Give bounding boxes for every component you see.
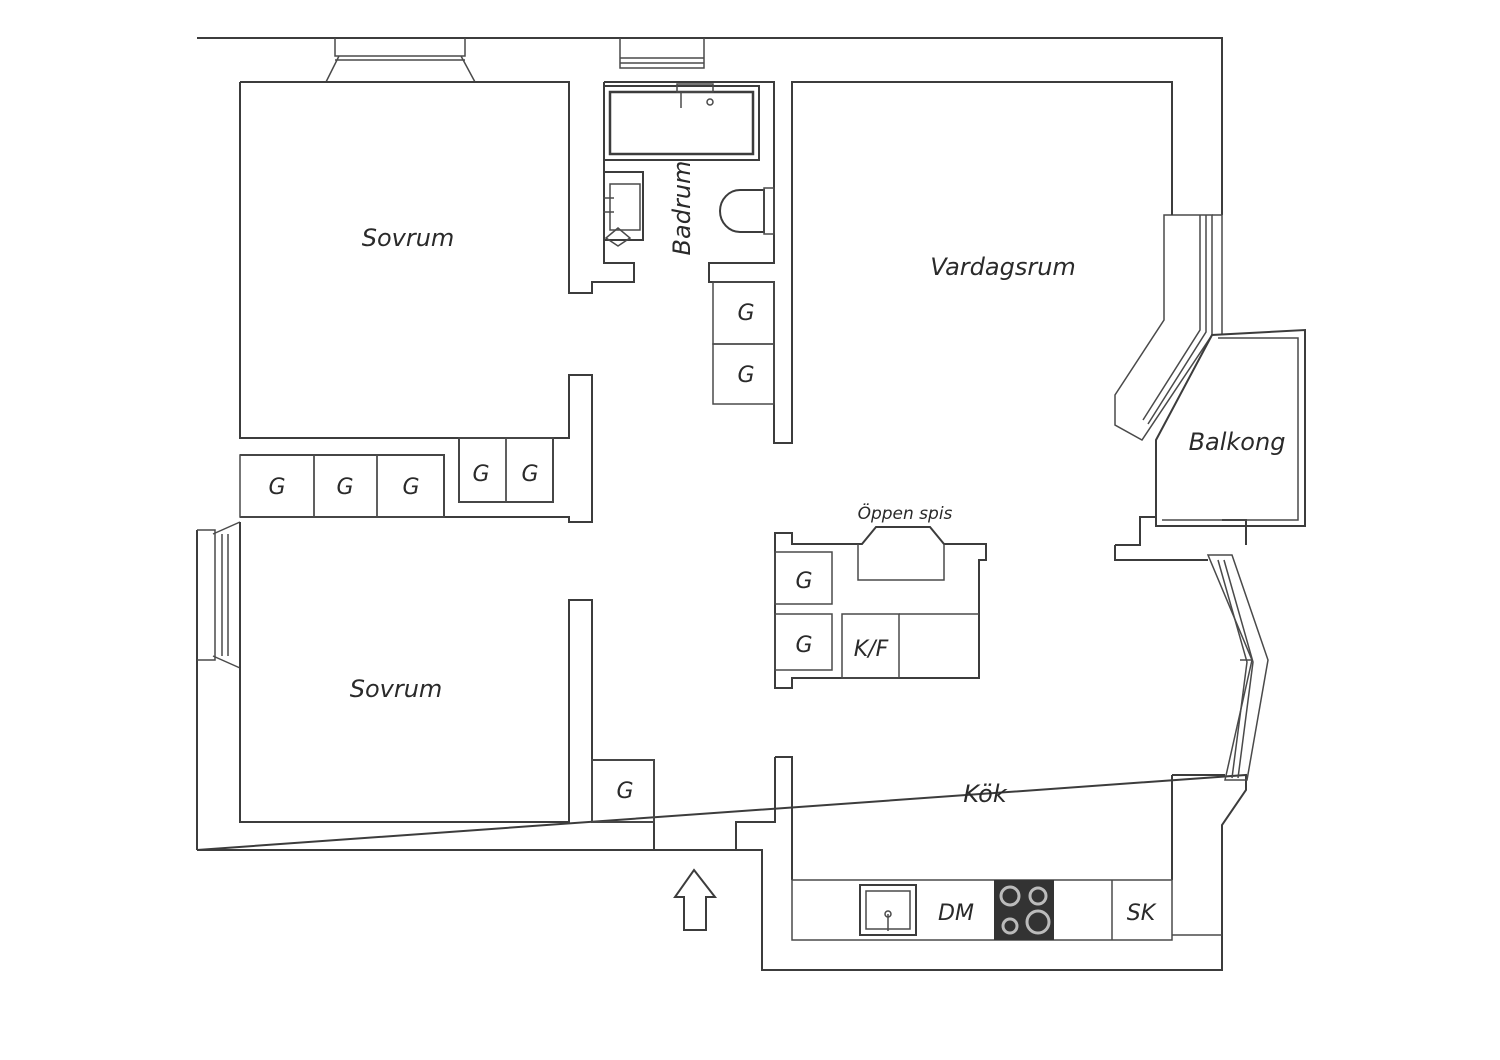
room-label-badrum: Badrum [668, 161, 696, 256]
toilet-icon [719, 187, 775, 235]
window-left [197, 521, 241, 669]
balcony [1155, 328, 1306, 527]
wardrobe-label: G [336, 475, 353, 500]
window-top-left [324, 38, 477, 83]
wardrobe-label: G [795, 633, 812, 658]
wardrobe-label: G [737, 301, 754, 326]
window-top-bath [619, 38, 705, 69]
fireplace-block [774, 526, 987, 689]
washbasin-icon [603, 171, 644, 247]
dishwasher-label: DM [938, 901, 974, 926]
wardrobe-label: G [472, 462, 489, 487]
wardrobe-label: G [402, 475, 419, 500]
room-label-kok: Kök [963, 780, 1008, 808]
room-label-balkong: Balkong [1189, 428, 1286, 456]
room-label-sovrum-top: Sovrum [362, 224, 455, 252]
room-label-vardagsrum: Vardagsrum [930, 253, 1076, 281]
bathtub-icon [603, 83, 760, 161]
wardrobe-label: G [521, 462, 538, 487]
window-right-bay [1114, 214, 1223, 441]
room-label-sovrum-bottom: Sovrum [350, 675, 443, 703]
stove-icon [994, 880, 1054, 940]
kitchen-counter [791, 879, 1222, 941]
fireplace-label: Öppen spis [858, 502, 953, 524]
fridge-freezer-label: K/F [854, 637, 889, 662]
window-right-lower [1206, 554, 1269, 781]
wardrobe-label: G [795, 569, 812, 594]
wardrobe-label: G [268, 475, 285, 500]
entrance-arrow-icon[interactable] [673, 868, 718, 931]
kitchen-sink-icon [859, 884, 917, 936]
cabinet-label: SK [1127, 901, 1157, 926]
wardrobe-label: G [616, 779, 633, 804]
outer-walls [196, 37, 1247, 971]
cabinet-borders [239, 281, 775, 823]
wardrobe-label: G [737, 363, 754, 388]
